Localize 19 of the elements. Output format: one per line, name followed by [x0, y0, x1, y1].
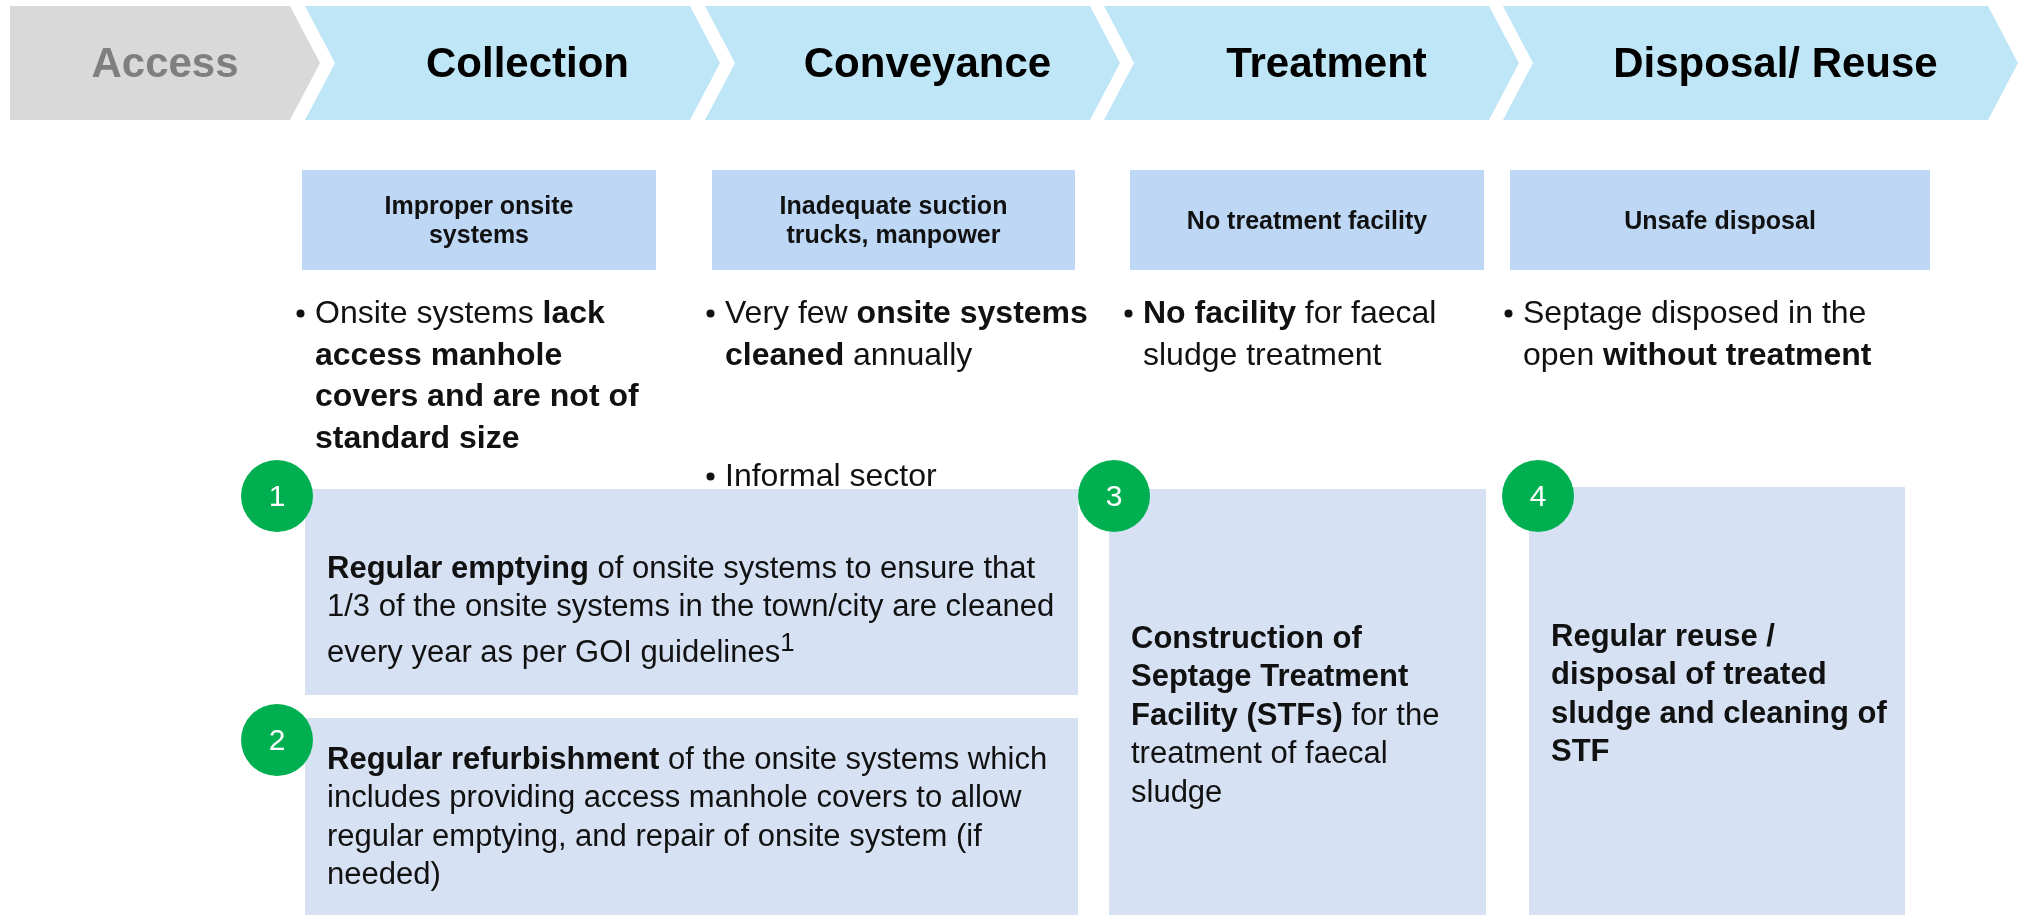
bullet-text: No facility for faecal sludge treatment [1143, 293, 1438, 374]
bullet-text: Very few onsite systems cleaned annually [725, 293, 1089, 374]
problem-heading-box: Inadequate suction trucks, manpower [712, 170, 1075, 270]
action-box: Regular emptying of onsite systems to ensure that 1/3 of the onsite systems in the town/city are cleaned every year as per GOI guidelines$^{1}$ [305, 489, 1078, 695]
number-badge: 1 [241, 460, 313, 532]
problem-heading-box: No treatment facility [1130, 170, 1484, 270]
bullet-text: Septage disposed in the open without treatment [1523, 293, 1873, 374]
stage-banner: Conveyance [705, 6, 1120, 120]
action-box: Regular refurbishment of the onsite systems which includes providing access manhole covers to allow regular emptying, and repair of onsite system (if needed) [305, 718, 1078, 915]
stage-banner: Disposal/ Reuse [1503, 6, 2018, 120]
stage-banner: Treatment [1104, 6, 1519, 120]
stage-banner: Access [10, 6, 320, 120]
number-badge: 4 [1502, 460, 1574, 532]
stage-banner: Collection [305, 6, 720, 120]
number-badge: 2 [241, 704, 313, 776]
bullet-text: Onsite systems lack access manhole covers and are not of standard size [315, 293, 640, 457]
problem-heading-box: Unsafe disposal [1510, 170, 1930, 270]
number-badge: 3 [1078, 460, 1150, 532]
problem-heading-box: Improper onsite systems [302, 170, 656, 270]
